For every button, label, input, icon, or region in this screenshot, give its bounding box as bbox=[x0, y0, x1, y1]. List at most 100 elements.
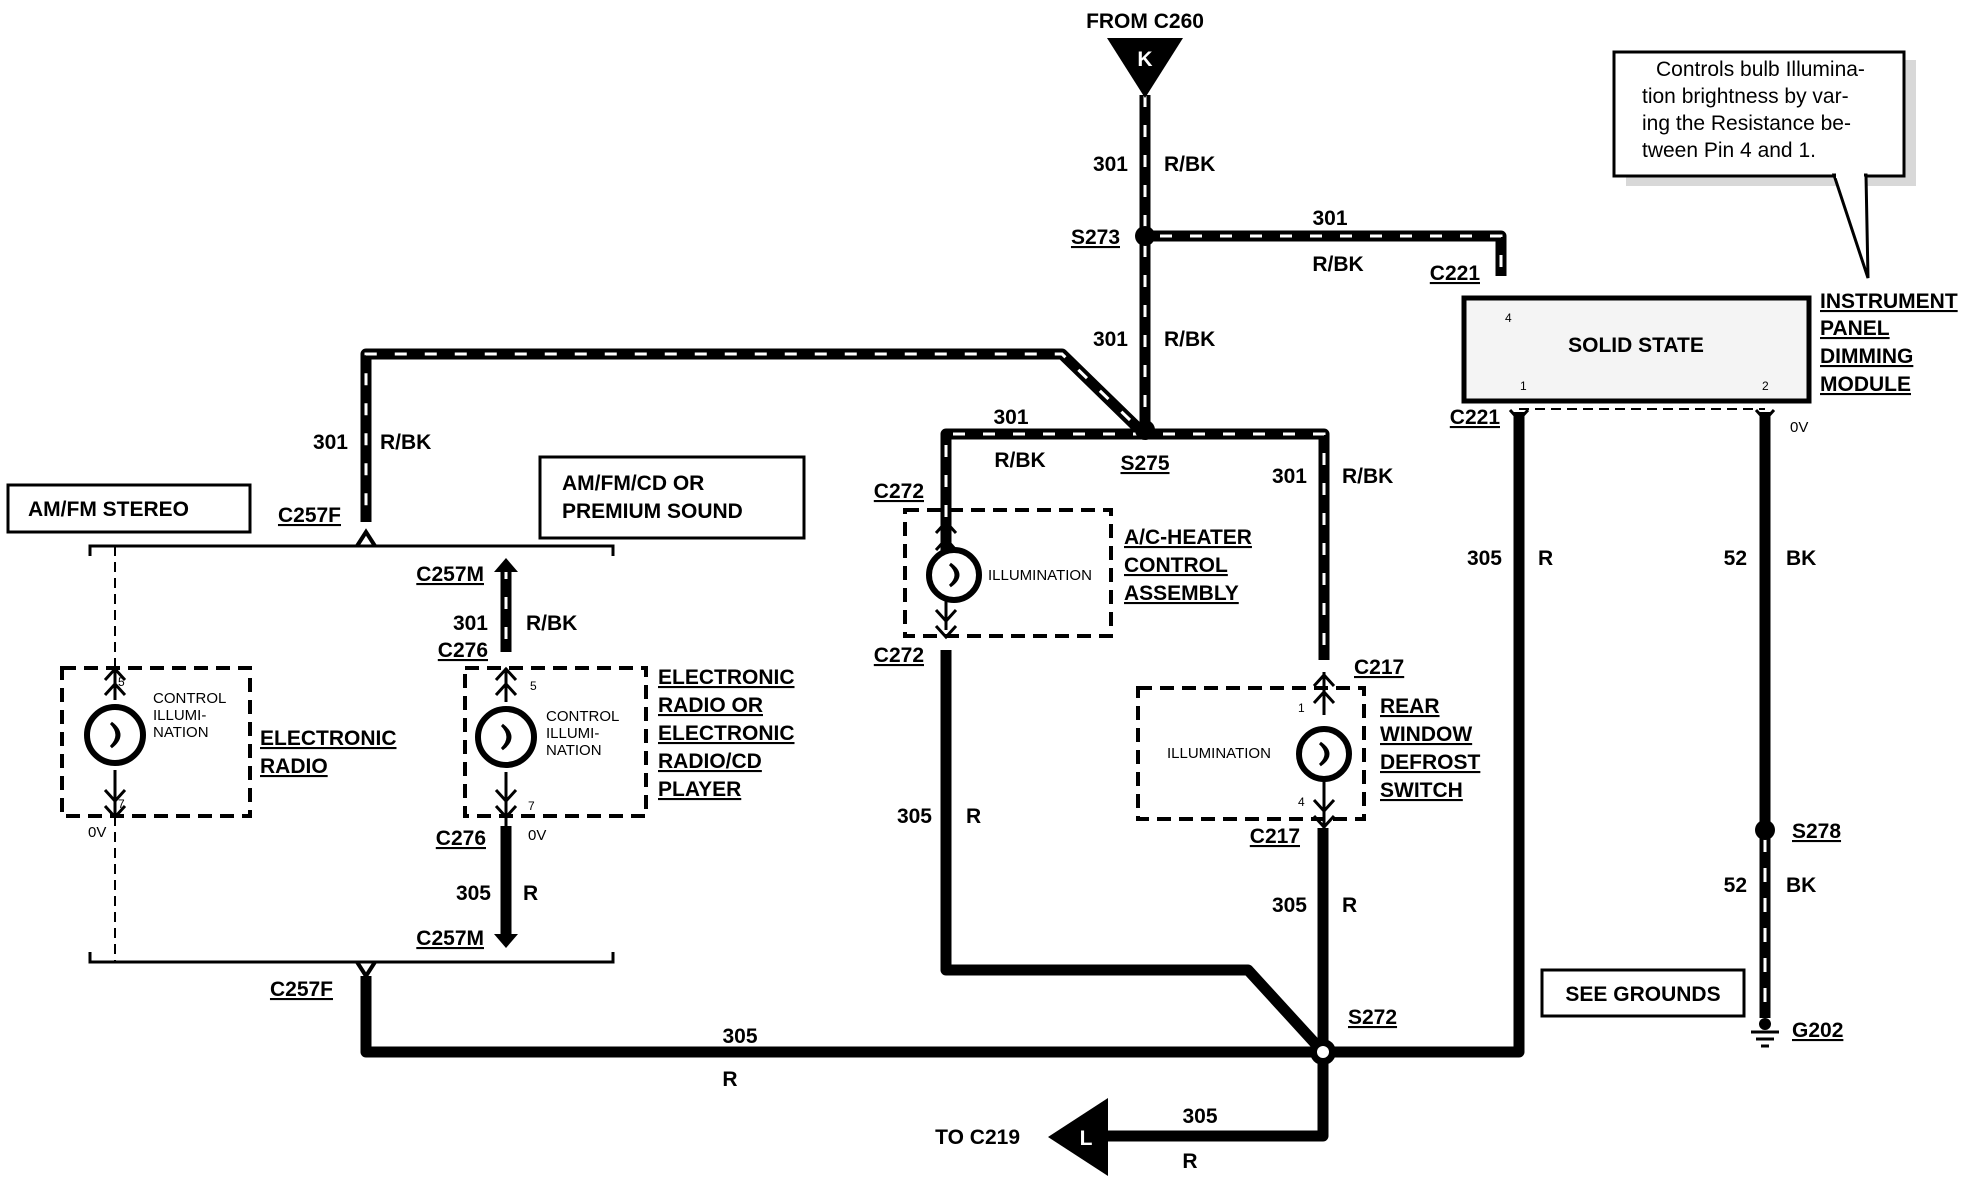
rear-pin-4: 4 bbox=[1298, 795, 1305, 809]
connector-c257f-top: C257F bbox=[278, 504, 341, 527]
rear-illumination-label: ILLUMINATION bbox=[1167, 745, 1271, 762]
splices: S273 S275 S272 S278 bbox=[1071, 226, 1841, 1065]
module-name-line-3: DIMMING bbox=[1820, 345, 1913, 368]
ac-heater-line-2: CONTROL bbox=[1124, 554, 1228, 577]
wire-52-label: 52 bbox=[1724, 874, 1747, 897]
radio-control-line-3: NATION bbox=[153, 724, 209, 741]
wire-r-label: R bbox=[1538, 547, 1553, 570]
note-line-1: Controls bulb Illumina- bbox=[1656, 58, 1865, 81]
connector-c276-bottom: C276 bbox=[436, 827, 486, 850]
rear-defrost-line-3: DEFROST bbox=[1380, 751, 1481, 774]
wire-301-label: 301 bbox=[313, 431, 348, 454]
wire-305-label: 305 bbox=[1272, 894, 1307, 917]
cd-pin-5: 5 bbox=[530, 679, 537, 693]
wire-r-label: R bbox=[523, 882, 538, 905]
c2-fork bbox=[1754, 408, 1776, 423]
wire-301-label: 301 bbox=[453, 612, 488, 635]
to-c219-label: TO C219 bbox=[935, 1126, 1020, 1149]
wire-rbk-label: R/BK bbox=[1342, 465, 1393, 488]
am-fm-cd-box bbox=[538, 455, 806, 540]
see-grounds-label: SEE GROUNDS bbox=[1565, 983, 1720, 1006]
circuit-305-wires bbox=[360, 412, 1525, 1142]
wire-rbk-label: R/BK bbox=[1164, 328, 1215, 351]
note-line-4: tween Pin 4 and 1. bbox=[1642, 139, 1816, 162]
from-c260-connector: FROM C260 K bbox=[1086, 10, 1204, 98]
rear-defrost-line-1: REAR bbox=[1380, 695, 1440, 718]
wire-301-label: 301 bbox=[993, 406, 1028, 429]
note-callout: Controls bulb Illumina- tion brightness … bbox=[1612, 50, 1916, 279]
cd-control-line-1: CONTROL bbox=[546, 708, 619, 725]
connector-c276-top: C276 bbox=[438, 639, 488, 662]
module-pin-4: 4 bbox=[1505, 311, 1512, 325]
zero-v-label: 0V bbox=[1790, 419, 1808, 436]
connector-c272-top: C272 bbox=[874, 480, 924, 503]
wire-rbk-label: R/BK bbox=[526, 612, 577, 635]
ground-g202-label: G202 bbox=[1792, 1019, 1843, 1042]
wire-301-label: 301 bbox=[1093, 328, 1128, 351]
electronic-radio-cd-box bbox=[463, 666, 648, 818]
module-name-line-2: PANEL bbox=[1820, 317, 1890, 340]
ac-illumination-label: ILLUMINATION bbox=[988, 567, 1092, 584]
am-fm-stereo-label: AM/FM STEREO bbox=[28, 498, 189, 521]
note-line-2: tion brightness by var- bbox=[1642, 85, 1849, 108]
cd-control-line-3: NATION bbox=[546, 742, 602, 759]
instrument-panel-dimming-module: SOLID STATE 4 1 2 INSTRUMENT PANEL DIMMI… bbox=[1461, 290, 1958, 404]
wire-labels: 301 R/BK 301 R/BK 301 R/BK 301 R/BK 301 … bbox=[313, 153, 1816, 1173]
electronic-radio-cd-line-1: ELECTRONIC bbox=[658, 666, 795, 689]
wire-305-label: 305 bbox=[1467, 547, 1502, 570]
electronic-radio-cd-line-3: ELECTRONIC bbox=[658, 722, 795, 745]
wire-bk-label: BK bbox=[1786, 874, 1816, 897]
ac-heater-control-assembly: ILLUMINATION A/C-HEATER CONTROL ASSEMBLY… bbox=[874, 480, 1252, 667]
electronic-radio-cd-line-2: RADIO OR bbox=[658, 694, 763, 717]
splice-s272-label: S272 bbox=[1348, 1006, 1397, 1029]
electronic-radio-line-1: ELECTRONIC bbox=[260, 727, 397, 750]
rear-pin-1: 1 bbox=[1298, 701, 1305, 715]
connector-c257m-bottom: C257M bbox=[416, 927, 484, 950]
wire-rbk-label: R/BK bbox=[380, 431, 431, 454]
cd-zero-v: 0V bbox=[528, 827, 546, 844]
am-fm-cd-line-2: PREMIUM SOUND bbox=[562, 500, 743, 523]
connector-c221-top: C221 bbox=[1430, 262, 1481, 285]
wire-301-label: 301 bbox=[1093, 153, 1128, 176]
from-c260-label: FROM C260 bbox=[1086, 10, 1204, 33]
electronic-radio-cd-line-4: RADIO/CD bbox=[658, 750, 762, 773]
wire-305-label: 305 bbox=[456, 882, 491, 905]
radio-zero-v: 0V bbox=[88, 824, 106, 841]
radio-pin-5: 5 bbox=[118, 675, 125, 689]
cd-pin-7: 7 bbox=[528, 799, 535, 813]
rear-defrost-line-2: WINDOW bbox=[1380, 723, 1472, 746]
to-c219-connector: L TO C219 bbox=[935, 1098, 1108, 1176]
wire-r-label: R bbox=[1342, 894, 1357, 917]
connector-k-letter: K bbox=[1137, 48, 1152, 71]
wire-r-label: R bbox=[966, 805, 981, 828]
module-name-line-4: MODULE bbox=[1820, 373, 1911, 396]
wire-305-label: 305 bbox=[722, 1025, 757, 1048]
wire-rbk-label: R/BK bbox=[1312, 253, 1363, 276]
cd-control-line-2: ILLUMI- bbox=[546, 725, 599, 742]
module-inner-label: SOLID STATE bbox=[1568, 334, 1704, 357]
connector-c257f-bottom: C257F bbox=[270, 978, 333, 1001]
rear-defrost-line-4: SWITCH bbox=[1380, 779, 1463, 802]
connector-c217-bottom: C217 bbox=[1250, 825, 1300, 848]
radio-control-line-2: ILLUMI- bbox=[153, 707, 206, 724]
splice-s275-dot bbox=[1135, 420, 1155, 440]
electronic-radio-line-2: RADIO bbox=[260, 755, 328, 778]
splice-s278-label: S278 bbox=[1792, 820, 1841, 843]
splice-s278-dot bbox=[1755, 820, 1775, 840]
connector-l-letter: L bbox=[1080, 1127, 1093, 1150]
splice-s273-label: S273 bbox=[1071, 226, 1120, 249]
electronic-radio-box bbox=[60, 666, 252, 818]
wire-52-label: 52 bbox=[1724, 547, 1747, 570]
module-name-line-1: INSTRUMENT bbox=[1820, 290, 1958, 313]
splice-s275-label: S275 bbox=[1120, 452, 1169, 475]
ac-heater-line-3: ASSEMBLY bbox=[1124, 582, 1239, 605]
wire-305-label: 305 bbox=[897, 805, 932, 828]
wire-301-label: 301 bbox=[1272, 465, 1307, 488]
am-fm-cd-line-1: AM/FM/CD OR bbox=[562, 472, 704, 495]
connector-c257m-top: C257M bbox=[416, 563, 484, 586]
c221-fork bbox=[1508, 408, 1530, 423]
ground-g202: SEE GROUNDS G202 bbox=[1540, 968, 1843, 1048]
rear-window-defrost-switch: ILLUMINATION 1 4 REAR WINDOW DEFROST SWI… bbox=[1136, 656, 1481, 848]
ac-heater-line-1: A/C-HEATER bbox=[1124, 526, 1252, 549]
